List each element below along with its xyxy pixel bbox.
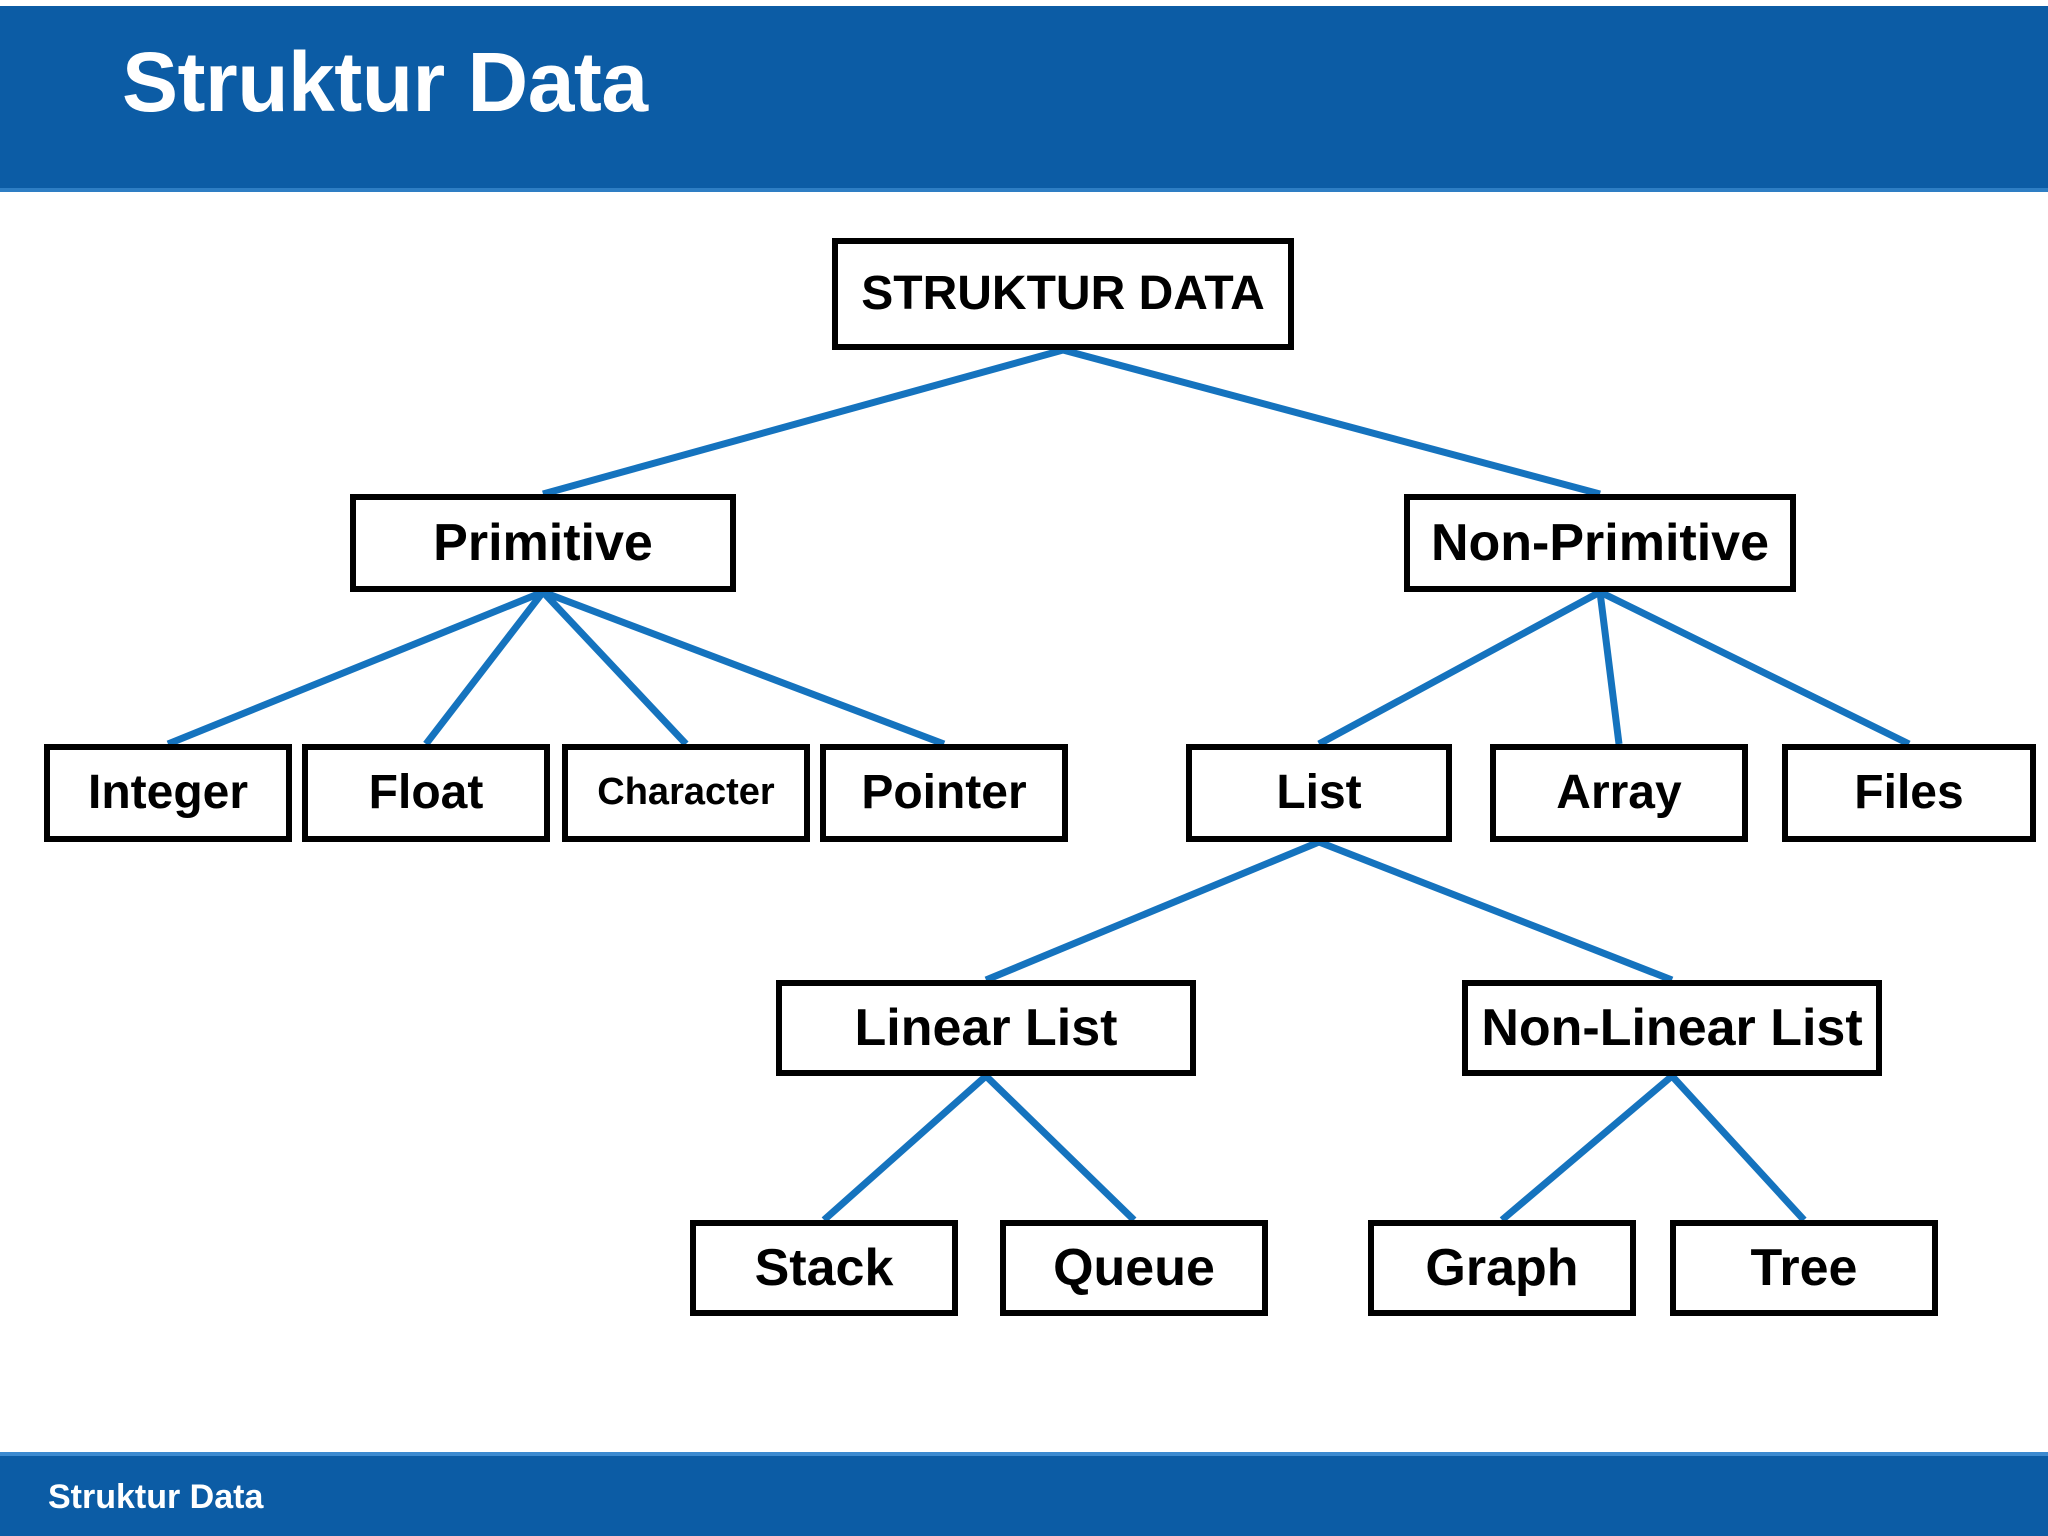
slide-title-banner: Struktur Data: [0, 6, 2048, 192]
tree-edge-list-to-linear-list: [984, 838, 1321, 984]
tree-edge-primitive-to-pointer: [541, 588, 946, 748]
tree-node-label: List: [1276, 765, 1362, 819]
tree-edge-struktur-data-to-non-primitive: [1062, 346, 1601, 498]
tree-node-files[interactable]: Files: [1782, 744, 2036, 842]
tree-node-label: Tree: [1750, 1238, 1858, 1297]
tree-edge-primitive-to-character: [540, 589, 689, 747]
tree-node-linear-list[interactable]: Linear List: [776, 980, 1196, 1076]
tree-node-struktur-data[interactable]: STRUKTUR DATA: [832, 238, 1294, 350]
slide-footer-banner: Struktur Data: [0, 1452, 2048, 1536]
tree-edge-non-primitive-to-array: [1596, 591, 1623, 745]
tree-node-label: STRUKTUR DATA: [861, 266, 1265, 320]
tree-node-integer[interactable]: Integer: [44, 744, 292, 842]
tree-edge-non-primitive-to-files: [1598, 588, 1911, 748]
tree-edge-linear-list-to-stack: [821, 1073, 989, 1223]
tree-node-non-linear-list[interactable]: Non-Linear List: [1462, 980, 1882, 1076]
tree-edge-non-linear-list-to-tree: [1669, 1073, 1807, 1223]
tree-edge-non-primitive-to-list: [1317, 588, 1602, 748]
tree-node-label: Primitive: [433, 513, 653, 572]
tree-node-label: Array: [1556, 765, 1682, 819]
tree-edge-primitive-to-integer: [166, 588, 545, 748]
tree-node-label: Files: [1854, 765, 1964, 819]
tree-node-graph[interactable]: Graph: [1368, 1220, 1636, 1316]
tree-node-non-primitive[interactable]: Non-Primitive: [1404, 494, 1796, 592]
tree-node-label: Queue: [1053, 1238, 1215, 1297]
tree-node-label: Character: [597, 771, 775, 814]
tree-node-array[interactable]: Array: [1490, 744, 1748, 842]
tree-node-label: Stack: [754, 1238, 894, 1297]
page-title: Struktur Data: [122, 35, 648, 129]
tree-edge-linear-list-to-queue: [983, 1073, 1137, 1223]
footer-label: Struktur Data: [48, 1478, 264, 1516]
tree-node-list[interactable]: List: [1186, 744, 1452, 842]
tree-node-primitive[interactable]: Primitive: [350, 494, 736, 592]
tree-edge-primitive-to-float: [423, 589, 546, 747]
tree-node-label: Float: [368, 765, 484, 819]
tree-node-character[interactable]: Character: [562, 744, 810, 842]
tree-node-label: Non-Linear List: [1481, 998, 1863, 1057]
tree-node-stack[interactable]: Stack: [690, 1220, 958, 1316]
tree-edge-non-linear-list-to-graph: [1499, 1073, 1675, 1223]
tree-node-label: Non-Primitive: [1430, 513, 1770, 572]
tree-node-tree[interactable]: Tree: [1670, 1220, 1938, 1316]
tree-node-label: Integer: [87, 765, 249, 819]
tree-node-label: Graph: [1425, 1238, 1579, 1297]
tree-node-label: Linear List: [854, 998, 1118, 1057]
tree-node-label: Pointer: [861, 765, 1027, 819]
tree-node-queue[interactable]: Queue: [1000, 1220, 1268, 1316]
tree-node-pointer[interactable]: Pointer: [820, 744, 1068, 842]
tree-edge-struktur-data-to-primitive: [542, 346, 1064, 498]
tree-edge-list-to-non-linear-list: [1317, 838, 1674, 984]
tree-node-float[interactable]: Float: [302, 744, 550, 842]
